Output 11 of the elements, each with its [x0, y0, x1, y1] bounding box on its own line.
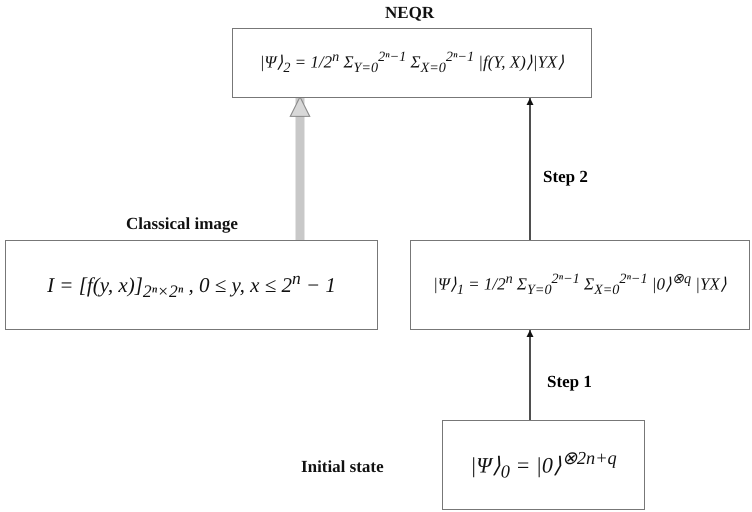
arrow	[526, 330, 534, 420]
arrow	[526, 98, 534, 240]
formula: |Ψ⟩$_{0}$ = |0⟩$^{⊗2n+q}$	[470, 447, 617, 483]
formula: I = [f(y, x)]$_{2ⁿ×2ⁿ}$ , 0 ≤ y, x ≤ 2$^{n}$ − 1	[47, 268, 336, 302]
box-heading: NEQR	[385, 3, 434, 23]
formula: |Ψ⟩$_{1}$ = 1/2$^{n}$ Σ$_{Y=0}$$^{2ⁿ−1}$ Σ$_{X=0}$$^{2ⁿ−1}$ |0⟩$^{⊗q}$ |YX⟩	[433, 270, 727, 300]
formula: |Ψ⟩$_{2}$ = 1/2$^{n}$ Σ$_{Y=0}$$^{2ⁿ−1}$ Σ$_{X=0}$$^{2ⁿ−1}$ |f(Y, X)⟩|YX⟩	[260, 48, 564, 78]
box-heading: Classical image	[126, 214, 238, 234]
box-heading: Initial state	[301, 457, 384, 477]
arrow	[290, 96, 310, 240]
formula-box	[410, 240, 750, 330]
